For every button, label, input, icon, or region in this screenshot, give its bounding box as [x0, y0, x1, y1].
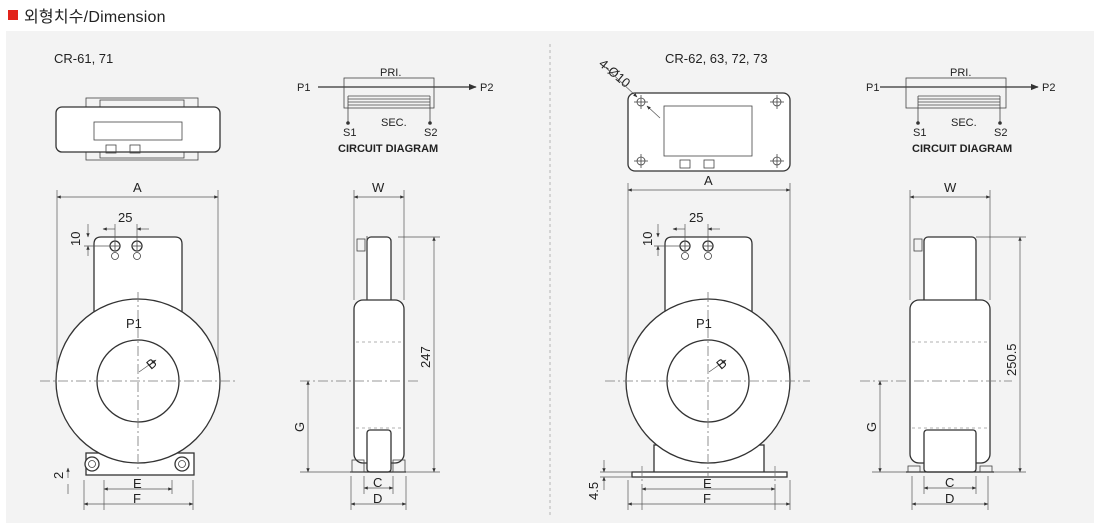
dim-25-left: 25: [118, 210, 132, 225]
dim-w-left: W: [372, 180, 385, 195]
dim-c-left: C: [373, 475, 382, 490]
p2-terminal-left: P2: [480, 82, 493, 94]
s1-terminal-right: S1: [913, 127, 926, 139]
dim-250-5: 250.5: [1004, 343, 1019, 376]
s1-terminal-left: S1: [343, 127, 356, 139]
dim-a-left: A: [133, 180, 142, 195]
hole-label: 4-Ø10: [596, 56, 633, 91]
pri-label-left: PRI.: [380, 67, 401, 79]
dim-f-right: F: [703, 491, 711, 506]
circuit-caption-right: CIRCUIT DIAGRAM: [912, 143, 1012, 155]
dim-a-right: A: [704, 173, 713, 188]
dim-g-right: G: [864, 422, 879, 432]
s2-terminal-left: S2: [424, 127, 437, 139]
sec-label-left: SEC.: [381, 117, 407, 129]
p1-label-left: P1: [126, 316, 142, 331]
dim-e-left: E: [133, 476, 142, 491]
circuit-diagram-left: [318, 77, 477, 125]
circuit-diagram-right: [880, 77, 1039, 125]
red-square-icon: [8, 10, 18, 20]
dim-e-right: E: [703, 476, 712, 491]
top-view-left: [55, 97, 221, 161]
pri-label-right: PRI.: [950, 67, 971, 79]
sec-label-right: SEC.: [951, 117, 977, 129]
dim-g-left: G: [292, 422, 307, 432]
p1-terminal-left: P1: [297, 82, 310, 94]
dim-10-left: 10: [68, 232, 83, 246]
circuit-caption-left: CIRCUIT DIAGRAM: [338, 143, 438, 155]
front-view-left: [40, 190, 236, 510]
dim-247: 247: [418, 346, 433, 368]
dim-c-right: C: [945, 475, 954, 490]
top-view-right: [603, 65, 791, 172]
side-view-right: [860, 190, 1026, 510]
dim-f-left: F: [133, 491, 141, 506]
side-view-left: [300, 190, 440, 510]
model-label-left: CR-61, 71: [54, 51, 113, 66]
p2-terminal-right: P2: [1042, 82, 1055, 94]
dim-d-right: D: [945, 491, 954, 506]
dim-4-5: 4.5: [586, 482, 601, 500]
dim-10-right: 10: [640, 232, 655, 246]
p1-label-right: P1: [696, 316, 712, 331]
dim-2-left: 2: [51, 472, 66, 479]
section-title: 외형치수/Dimension: [24, 9, 166, 26]
model-label-right: CR-62, 63, 72, 73: [665, 51, 768, 66]
section-header: 외형치수/Dimension: [8, 4, 166, 26]
dim-w-right: W: [944, 180, 957, 195]
s2-terminal-right: S2: [994, 127, 1007, 139]
p1-terminal-right: P1: [866, 82, 879, 94]
front-view-right: [600, 183, 810, 510]
dim-25-right: 25: [689, 210, 703, 225]
dim-d-left: D: [373, 491, 382, 506]
